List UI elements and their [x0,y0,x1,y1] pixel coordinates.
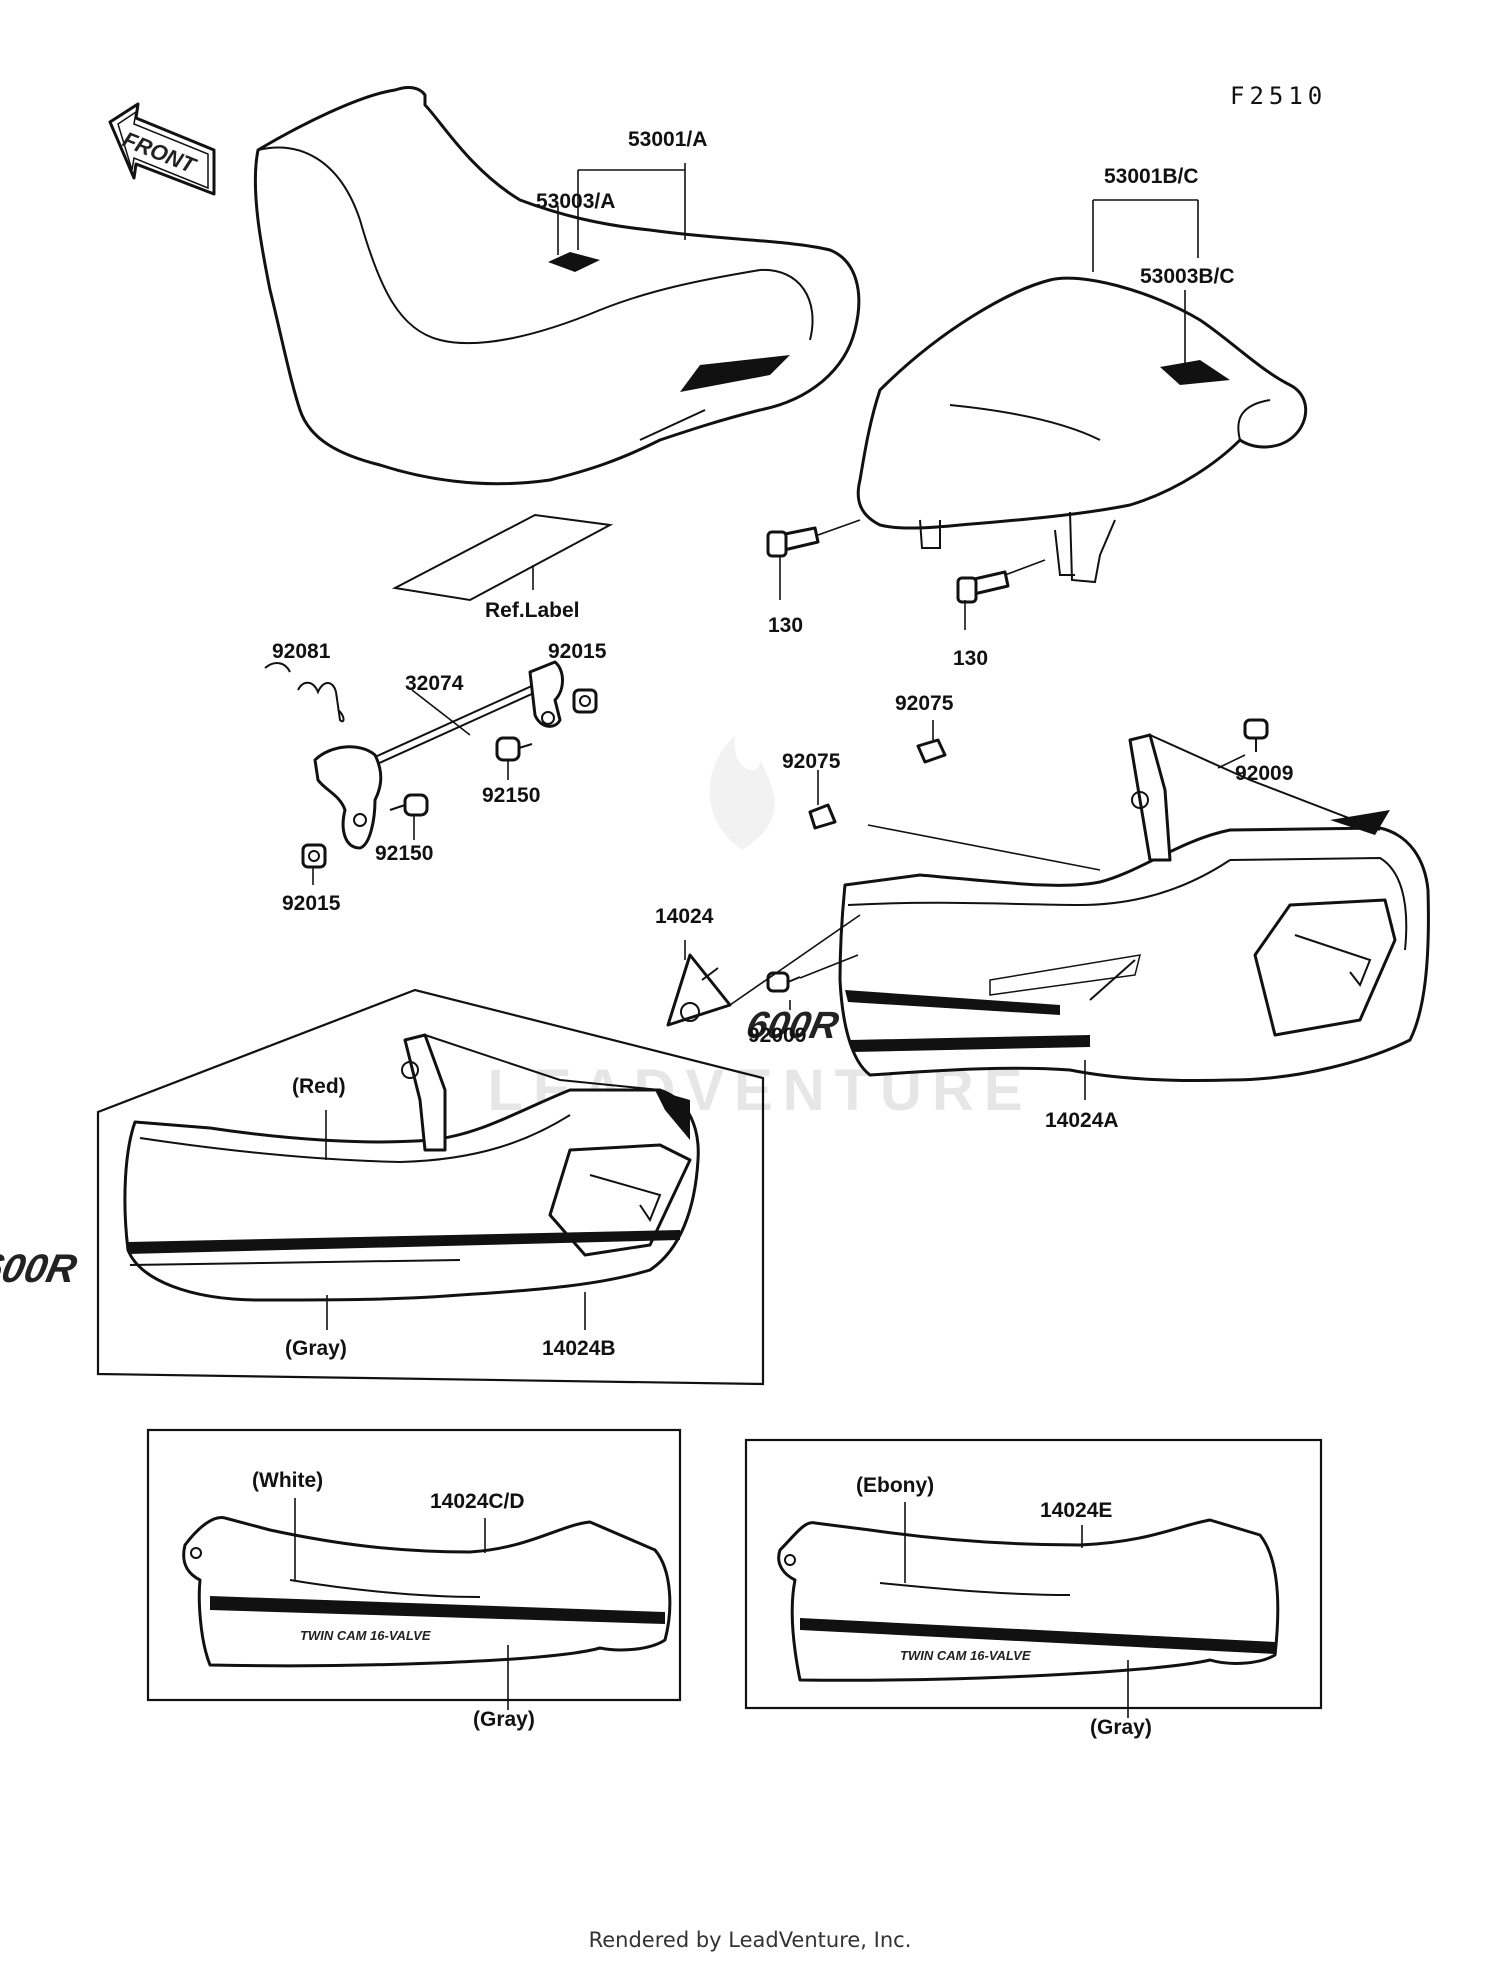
flame-logo-icon [709,735,775,850]
front-seat [253,86,861,486]
label-92015-b: 92015 [282,892,341,915]
side-cover-14024e: TWIN CAM 16-VALVE [777,1518,1280,1682]
clip-92075-a [916,738,947,764]
side-cover-14024b: 600R [0,1033,700,1302]
label-92150-b: 92150 [375,842,433,865]
color-ebony: (Ebony) [856,1474,934,1497]
inset-box-14024cd [146,1428,682,1702]
bolt-92009-a [1243,718,1269,752]
color-labels: (Red) (Gray) (White) (Gray) (Ebony) (Gra… [252,1075,1152,1739]
label-92150-a: 92150 [482,784,540,807]
label-53001bc: 53001B/C [1104,165,1199,188]
color-red: (Red) [292,1075,346,1098]
ref-label-sticker [391,513,614,602]
inset-box-14024e [744,1438,1323,1710]
bolt-92009-b [766,971,801,993]
side-cover-14024cd: TWIN CAM 16-VALVE [182,1515,672,1668]
decal-600r-a: 600R [742,1004,842,1047]
label-32074: 32074 [405,672,464,695]
pin-92150-a [495,736,533,762]
decal-twin-cam-a: TWIN CAM 16-VALVE [300,1628,431,1643]
label-92009-b: 92009 [748,1024,806,1047]
nut-92015-a [572,688,598,714]
decal-twin-cam-b: TWIN CAM 16-VALVE [900,1648,1031,1663]
label-ref: Ref.Label [485,599,580,622]
rear-seat-cowl [856,276,1308,584]
side-cover-14024a: 600R [742,733,1430,1083]
part-labels: 53001/A 53003/A 53001B/C 53003B/C Ref.La… [272,128,1293,1522]
label-130-a: 130 [768,614,803,637]
nut-92015-b [301,843,327,869]
leader-lines [294,163,1246,1718]
label-14024e: 14024E [1040,1499,1112,1522]
clip-92075-b [808,803,837,830]
color-gray-14024b: (Gray) [285,1337,347,1360]
label-92075-a: 92075 [895,692,954,715]
color-white: (White) [252,1469,323,1492]
inset-box-14024b [96,988,765,1386]
label-92009-a: 92009 [1235,762,1293,785]
grommet-14024 [666,953,732,1027]
footer-credit: Rendered by LeadVenture, Inc. [588,1928,912,1952]
label-14024b: 14024B [542,1337,616,1360]
pin-92150-b [389,793,429,817]
label-92015-a: 92015 [548,640,607,663]
bolt-130-b [956,570,1010,604]
label-92081: 92081 [272,640,331,663]
bolt-130-a [766,526,820,558]
figure-code: F2510 [1230,82,1327,110]
label-14024: 14024 [655,905,714,928]
label-92075-b: 92075 [782,750,841,773]
label-14024cd: 14024C/D [430,1490,525,1513]
front-arrow-icon: FRONT [108,102,216,196]
label-130-b: 130 [953,647,988,670]
label-53003a: 53003/A [536,190,615,213]
label-53003bc: 53003B/C [1140,265,1235,288]
color-gray-14024e: (Gray) [1090,1716,1152,1739]
spring-92081 [264,662,345,723]
seat-lock-assembly [313,660,564,850]
label-53001a: 53001/A [628,128,707,151]
color-gray-14024cd: (Gray) [473,1708,535,1731]
label-14024a: 14024A [1045,1109,1119,1132]
decal-600r-b: 600R [0,1245,81,1290]
